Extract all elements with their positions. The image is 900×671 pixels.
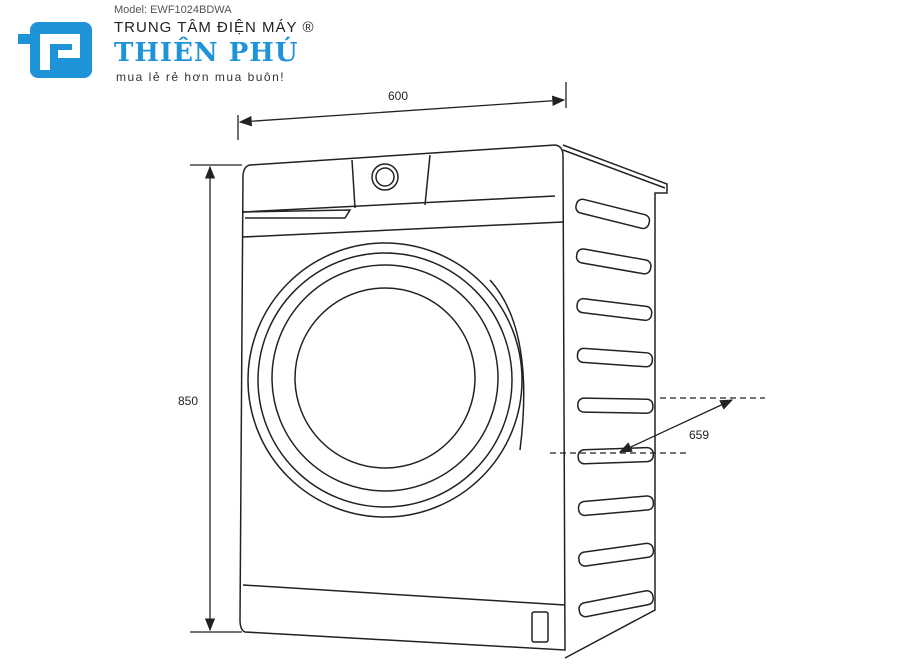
filter-cover: [531, 611, 549, 643]
door-glass: [294, 287, 476, 469]
depth-arrow: [618, 399, 734, 453]
dimension-lines: [190, 82, 765, 633]
washer-side: [562, 144, 668, 659]
brand-top: TRUNG TÂM ĐIỆN MÁY ®: [114, 19, 315, 36]
washer-front: [239, 144, 566, 651]
brand-main: THIÊN PHÚ: [114, 38, 299, 68]
model-label: Model: EWF1024BDWA: [114, 4, 232, 17]
logo-mark-icon: [18, 22, 92, 78]
model-value: EWF1024BDWA: [150, 4, 232, 16]
slogan: mua lẻ rẻ hơn mua buôn!: [116, 70, 286, 84]
door-outer: [247, 242, 523, 518]
width-label: 600: [388, 89, 409, 103]
logo: Model: EWF1024BDWA TRUNG TÂM ĐIỆN MÁY ® …: [18, 4, 318, 88]
program-knob-icon: [371, 163, 399, 191]
model-label-text: Model:: [114, 4, 148, 16]
width-arrow: [238, 95, 566, 127]
side-vents: [575, 198, 655, 618]
height-label: 850: [178, 394, 199, 408]
depth-label: 659: [689, 428, 710, 442]
